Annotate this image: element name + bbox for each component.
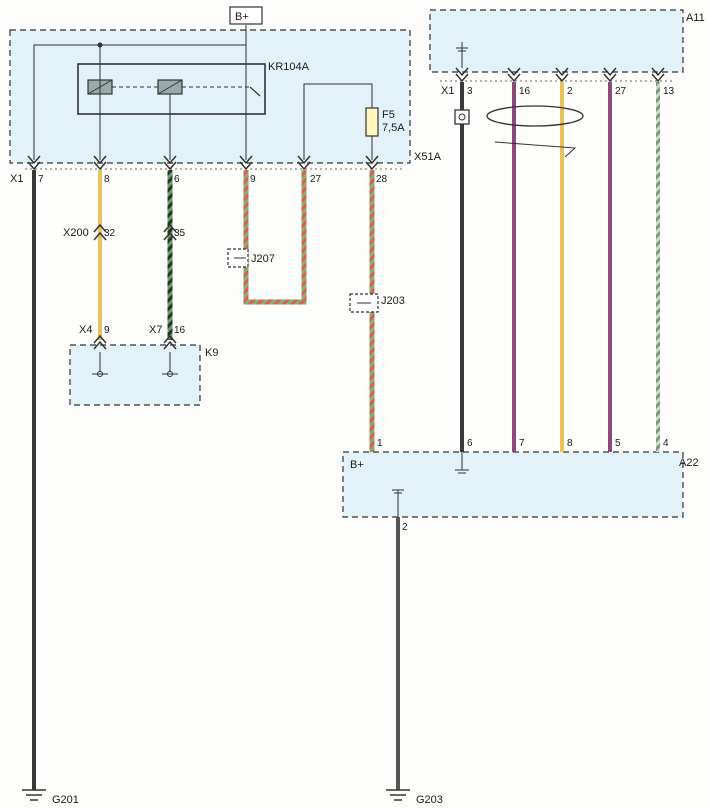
x51a-module-box — [9, 29, 411, 164]
label-g203: G203 — [416, 794, 443, 806]
pin-a22-7: 7 — [519, 438, 525, 449]
pin-x1-28: 28 — [376, 174, 388, 185]
label-j203: J203 — [381, 295, 405, 307]
label-k9: K9 — [205, 347, 218, 359]
pin-a11-27: 27 — [615, 86, 627, 97]
shield-terminal — [454, 109, 470, 125]
pin-a11-16: 16 — [519, 86, 531, 97]
relay-switch — [249, 86, 261, 97]
pin-a11-2: 2 — [567, 86, 573, 97]
pin-x7-16: 16 — [174, 325, 186, 336]
pin-x1-6: 6 — [174, 174, 180, 185]
pin-x200-35: 35 — [174, 228, 186, 239]
label-a22-bplus: B+ — [350, 459, 364, 471]
pin-x200-32: 32 — [104, 228, 116, 239]
battery-terminal-top — [229, 6, 263, 25]
label-g201: G201 — [52, 794, 79, 806]
ground-g201 — [22, 789, 46, 801]
label-x7: X7 — [149, 324, 162, 336]
label-fuse-rating: 7,5A — [382, 122, 405, 134]
connector-chevrons — [27, 67, 665, 350]
pin-a11-13: 13 — [663, 86, 675, 97]
label-x51a: X51A — [414, 151, 442, 163]
pin-a11-3: 3 — [467, 86, 473, 97]
pin-a22-8: 8 — [567, 438, 573, 449]
pin-x1-27: 27 — [310, 174, 322, 185]
label-j207: J207 — [251, 253, 275, 265]
ground-g203 — [386, 789, 410, 801]
fuse-f5 — [365, 107, 379, 137]
pin-a22-2: 2 — [402, 522, 408, 533]
pin-a22-6: 6 — [467, 438, 473, 449]
pin-a22-4: 4 — [663, 438, 669, 449]
k9-module-box — [69, 344, 201, 406]
label-x1-right: X1 — [441, 85, 454, 97]
label-battery-top: B+ — [235, 11, 249, 23]
a11-module-box — [429, 9, 684, 73]
label-fuse: F5 — [382, 109, 395, 121]
pin-x1-7: 7 — [38, 174, 44, 185]
shield-loop — [486, 105, 584, 127]
wire-x1-9-27-loop — [243, 170, 307, 305]
pin-x1-8: 8 — [104, 174, 110, 185]
pin-a22-5: 5 — [615, 438, 621, 449]
a22-module-box — [342, 451, 684, 518]
relay-box — [77, 63, 266, 115]
label-a11: A11 — [686, 12, 705, 24]
label-x4: X4 — [79, 324, 92, 336]
label-relay: KR104A — [268, 61, 310, 73]
label-x200: X200 — [63, 227, 89, 239]
label-x1-left: X1 — [10, 173, 23, 185]
pin-x1-9: 9 — [250, 174, 256, 185]
label-a22: A22 — [679, 457, 699, 469]
pin-a22-1: 1 — [377, 438, 383, 449]
pin-x4-9: 9 — [104, 325, 110, 336]
